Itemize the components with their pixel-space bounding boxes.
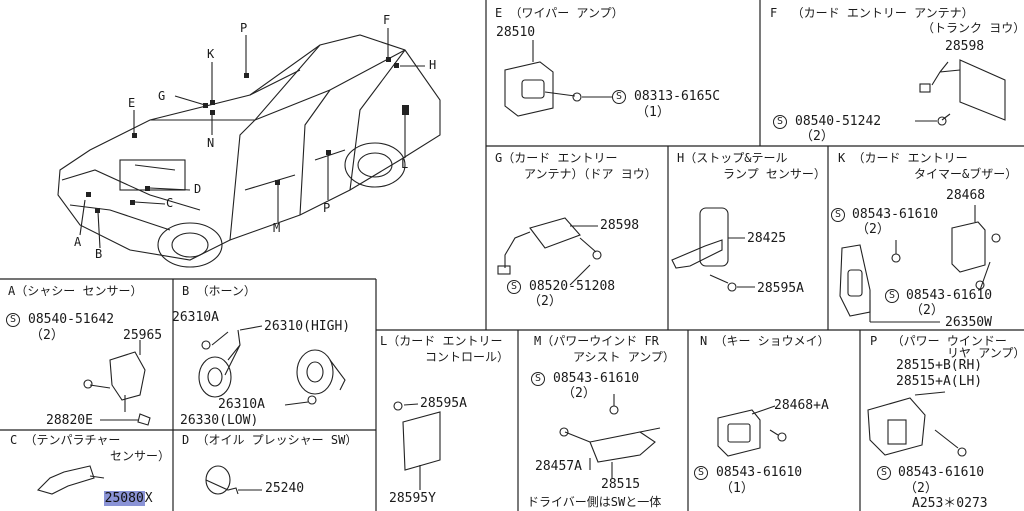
qty-G: （2）: [528, 294, 562, 309]
s-symbol-G: S: [507, 280, 521, 294]
part-25965: 25965: [123, 328, 163, 343]
section-A-title: A（シャシー センサー）: [8, 284, 143, 298]
part-28595A-H: 28595A: [757, 281, 804, 296]
section-C-title: C （テンパラチャー: [10, 433, 121, 447]
screw-A: 08540-51642: [28, 312, 115, 327]
s-symbol-K2: S: [885, 289, 899, 303]
callout-M: M: [273, 221, 281, 235]
section-C-subtitle: センサー）: [110, 449, 171, 463]
part-28598-F: 28598: [945, 39, 985, 54]
callout-H: H: [429, 58, 437, 72]
section-P-title: P （パワー ウインドー: [870, 334, 1007, 348]
part-25080[interactable]: 25080: [103, 491, 145, 506]
s-symbol-A: S: [6, 313, 20, 327]
qty-K1: （2）: [856, 222, 890, 237]
part-28595A-L: 28595A: [420, 396, 467, 411]
screw-N: 08543-61610: [716, 465, 803, 480]
section-E-title: E （ワイパー アンプ）: [495, 6, 624, 20]
part-26330-low: 26330(LOW): [180, 413, 259, 428]
part-28820E: 28820E: [46, 413, 93, 428]
s-symbol-N: S: [694, 466, 708, 480]
callout-F: F: [383, 13, 391, 27]
part-28468-K: 28468: [946, 188, 986, 203]
part-28515B-rh: 28515+B(RH): [896, 358, 983, 373]
section-P-subtitle: リヤ アンプ）: [947, 346, 1024, 360]
section-M-subtitle: アシスト アンプ）: [573, 350, 675, 364]
section-D-title: D （オイル プレッシャー SW）: [182, 433, 358, 447]
note-M: ドライバー側はSWと一体: [527, 495, 662, 509]
callout-D: D: [194, 182, 202, 196]
part-26310-high: 26310(HIGH): [264, 319, 351, 334]
callout-B: B: [95, 247, 103, 261]
part-28510: 28510: [496, 25, 536, 40]
callout-E: E: [128, 96, 136, 110]
callout-A: A: [74, 235, 82, 249]
screw-M: 08543-61610: [553, 371, 640, 386]
section-L-subtitle: コントロール）: [425, 350, 510, 364]
callout-N: N: [207, 136, 215, 150]
screw-G: 08520-51208: [529, 279, 616, 294]
part-26310A-1: 26310A: [172, 310, 219, 325]
qty-A: （2）: [30, 328, 64, 343]
s-symbol-F: S: [773, 115, 787, 129]
part-28425: 28425: [747, 231, 787, 246]
qty-K2: （2）: [910, 303, 944, 318]
callout-K: K: [207, 47, 215, 61]
callout-P-side: P: [323, 201, 331, 215]
part-26310A-2: 26310A: [218, 397, 265, 412]
callout-L: L: [401, 157, 409, 171]
part-28515: 28515: [601, 477, 641, 492]
callout-P-top: P: [240, 21, 248, 35]
screw-E: 08313-6165C: [634, 89, 721, 104]
car-outline: [57, 28, 441, 268]
qty-E: （1）: [636, 105, 670, 120]
section-K-subtitle: タイマー&ブザー）: [914, 167, 1018, 181]
screw-K1: 08543-61610: [852, 207, 939, 222]
part-25080-highlight[interactable]: 25080X: [88, 479, 153, 506]
s-symbol-M: S: [531, 372, 545, 386]
section-K-title: K （カード エントリー: [838, 151, 968, 165]
section-B-title: B （ホーン）: [182, 284, 256, 298]
part-28468A: 28468+A: [774, 398, 829, 413]
diagram-code: A253＊0273: [912, 496, 988, 511]
part-26350W: 26350W: [945, 315, 992, 330]
section-G-title: G（カード エントリー: [495, 151, 618, 165]
screw-K2: 08543-61610: [906, 288, 993, 303]
qty-M: （2）: [562, 386, 596, 401]
section-H-subtitle: ランプ センサー）: [723, 167, 826, 181]
part-28595Y: 28595Y: [389, 491, 436, 506]
section-F-title: F （カード エントリー アンテナ）: [770, 6, 974, 20]
callout-C: C: [166, 196, 174, 210]
qty-F: （2）: [800, 129, 834, 144]
qty-N: （1）: [720, 481, 754, 496]
section-N-title: N （キー ショウメイ）: [700, 334, 830, 348]
part-28515A-lh: 28515+A(LH): [896, 374, 983, 389]
part-28598-G: 28598: [600, 218, 640, 233]
callout-G: G: [158, 89, 166, 103]
section-F-subtitle: （トランク ヨウ）: [922, 21, 1024, 35]
section-L-title: L（カード エントリー: [380, 334, 503, 348]
screw-P: 08543-61610: [898, 465, 985, 480]
screw-F: 08540-51242: [795, 114, 882, 129]
s-symbol-K1: S: [831, 208, 845, 222]
section-M-title: M（パワーウインド FR: [534, 334, 659, 348]
part-25240: 25240: [265, 481, 305, 496]
part-28457A: 28457A: [535, 459, 582, 474]
section-G-subtitle: アンテナ）（ドア ヨウ）: [524, 167, 657, 181]
s-symbol-E: S: [612, 90, 626, 104]
part-25080-suffix: X: [144, 491, 153, 506]
component-sketches: [36, 40, 1006, 495]
qty-P: （2）: [904, 481, 938, 496]
section-H-title: H（ストップ&テール: [677, 151, 788, 165]
s-symbol-P: S: [877, 466, 891, 480]
